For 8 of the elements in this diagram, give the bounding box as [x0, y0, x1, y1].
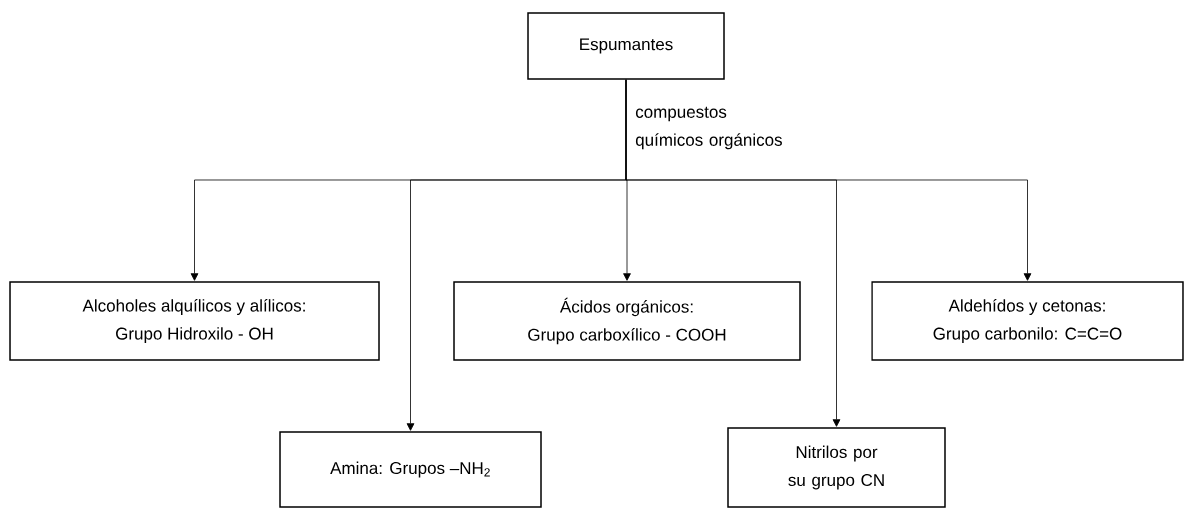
category-box: Amina: Grupos –NH$_{2}$: [279, 431, 542, 508]
root-box: Espumantes: [527, 12, 725, 80]
annotation-text: compuestos químicos orgánicos: [635, 106, 782, 150]
category-box: Ácidos orgánicos: Grupo carboxílico - COOH: [453, 281, 801, 361]
category-box: Aldehídos y cetonas: Grupo carbonilo: C=C=O: [871, 281, 1184, 361]
category-box: Nitrilos por su grupo CN: [727, 427, 946, 508]
arrow: [625, 79, 1032, 281]
category-box: Alcoholes alquílicos y alílicos: Grupo Hidroxilo - OH: [9, 281, 380, 361]
